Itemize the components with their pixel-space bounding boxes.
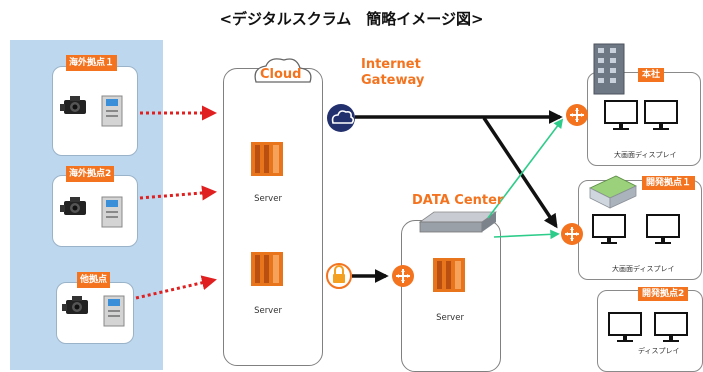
cloud-container [223,68,323,366]
link-gateway-to-dev1 [482,117,558,229]
link-data-center-to-dev1 [493,229,560,240]
data-center-rack-icon [418,211,498,233]
office-tag-dev2: 開発拠点2 [638,287,689,301]
data-center-container [401,220,501,372]
office-caption-dev1: 大画面ディスプレイ [612,265,675,273]
monitor-icon-dev2-2 [654,312,688,342]
internet-gateway-label-line1: Internet [361,57,421,72]
building-icon-hq [593,43,625,95]
site-tag-overseas-1: 海外拠点１ [66,55,118,71]
data-center-label: DATA Center [412,193,504,208]
router-icon-data-center [391,264,415,288]
monitor-icon-dev1-1 [592,214,626,244]
diagram-title: <デジタルスクラム 簡略イメージ図> [219,10,484,28]
office-tag-dev1: 開発拠点１ [642,176,696,190]
cloud-icon [254,58,312,83]
monitor-icon-hq-2 [644,100,678,130]
device-icon-overseas-2 [101,196,123,228]
monitor-icon-hq-1 [604,100,638,130]
link-data-center-to-hq [487,118,564,219]
office-tag-hq: 本社 [638,68,665,82]
server-label-cloud-2: Server [254,306,282,316]
router-icon-hq [565,103,589,127]
monitor-icon-dev1-2 [646,214,680,244]
link-other-to-cloud [135,275,217,300]
diagram-graphics [60,43,688,342]
monitor-icon-dev2-1 [608,312,642,342]
diagram-canvas: <デジタルスクラム 簡略イメージ図> 海外拠点１ 海外拠点2 他拠点 [10,10,703,372]
internet-gateway-label-line2: Gateway [361,73,425,88]
site-tag-overseas-2: 海外拠点2 [66,166,115,182]
camera-icon-overseas-2 [60,197,86,215]
server-icon-cloud-1 [251,142,283,176]
server-label-data-center: Server [436,313,464,323]
device-icon-overseas-1 [101,95,123,127]
camera-icon-other [62,296,88,314]
server-icon-cloud-2 [251,252,283,286]
router-icon-dev1 [560,222,584,246]
cloud-label: Cloud [260,67,302,82]
device-icon-other [103,295,125,327]
lock-icon [326,263,352,289]
office-caption-dev2: ディスプレイ [638,347,680,355]
building-icon-dev1 [589,175,637,209]
link-overseas-2-to-cloud [139,185,217,201]
server-label-cloud-1: Server [254,194,282,204]
internet-gateway-icon [327,104,355,132]
server-icon-data-center [433,258,465,292]
office-caption-hq: 大画面ディスプレイ [614,151,677,159]
site-tag-other: 他拠点 [77,272,111,288]
camera-icon-overseas-1 [60,96,86,114]
